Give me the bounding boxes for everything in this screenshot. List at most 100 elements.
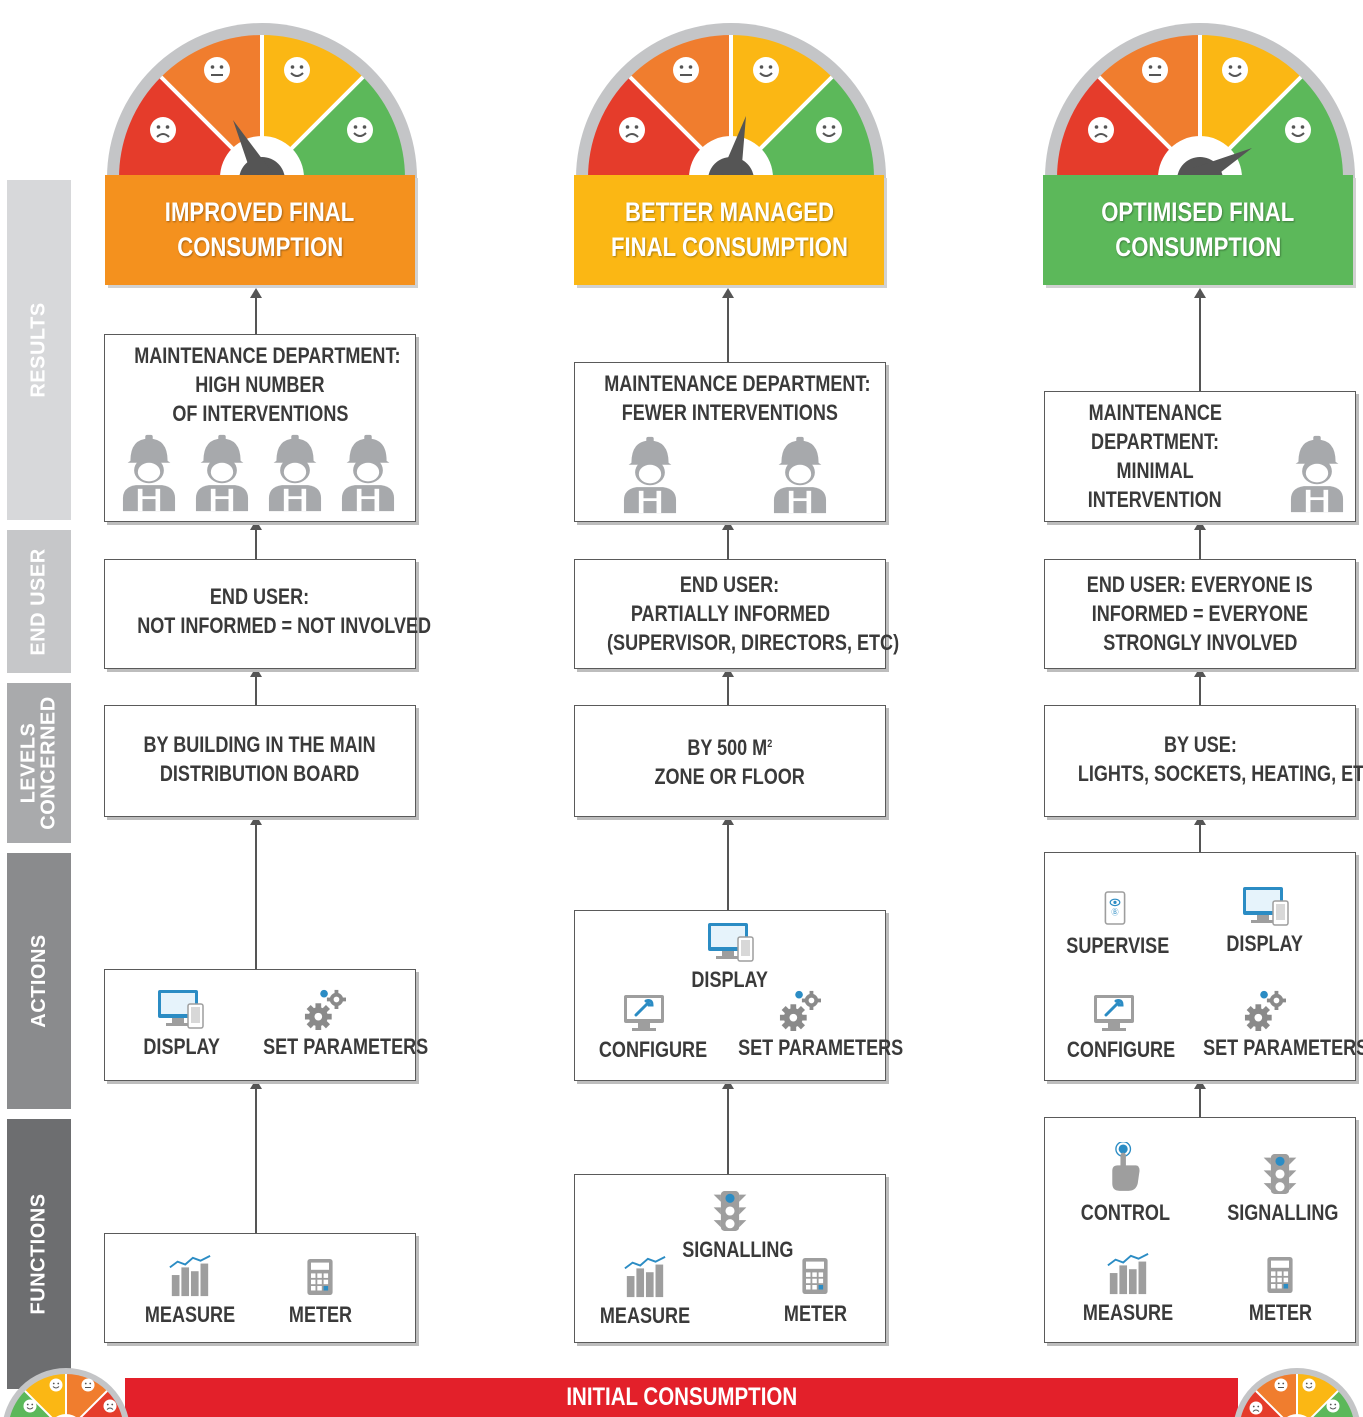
meter-icon: [802, 1258, 828, 1294]
levels-superscript: 2: [767, 738, 773, 750]
row-label-actions: ACTIONS: [7, 853, 71, 1109]
gauge-needle: [721, 116, 746, 176]
action-configure-label: CONFIGURE: [1066, 1037, 1176, 1062]
happy-face-icon: [346, 116, 374, 144]
function-measure-label: MEASURE: [1082, 1300, 1174, 1325]
title-improved: IMPROVED FINAL CONSUMPTION: [105, 175, 415, 285]
function-measure: MEASURE: [590, 1255, 700, 1329]
arrow: [722, 520, 734, 559]
function-measure: MEASURE: [1073, 1252, 1183, 1326]
arrow: [722, 1079, 734, 1174]
arrow: [1194, 667, 1206, 705]
action-set-parameters: SET PARAMETERS: [1185, 989, 1363, 1061]
supervise-tablet-icon: [1104, 891, 1126, 925]
function-meter-label: METER: [288, 1302, 352, 1327]
maintenance-text: HIGH NUMBER: [195, 372, 325, 397]
row-label-end-user: END USER: [7, 530, 71, 673]
end-user-box-optimised: END USER: EVERYONE IS INFORMED = EVERYON…: [1044, 559, 1356, 669]
end-user-text: NOT INFORMED = NOT INVOLVED: [137, 613, 432, 638]
end-user-text: PARTIALLY INFORMED: [630, 601, 830, 626]
meter-icon: [307, 1259, 333, 1295]
worker-icon: [623, 436, 677, 514]
action-set-parameters-label: SET PARAMETERS: [263, 1034, 429, 1059]
function-meter-label: METER: [783, 1301, 847, 1326]
worker-icon: [773, 436, 827, 514]
action-display: DISPLAY: [1215, 885, 1315, 957]
initial-consumption-label: INITIAL CONSUMPTION: [566, 1383, 797, 1411]
levels-text-main: BY 500 M: [687, 735, 768, 761]
title-improved-line2: CONSUMPTION: [176, 232, 344, 262]
function-measure: MEASURE: [135, 1254, 245, 1328]
display-icon: [707, 922, 754, 962]
gears-icon: [1244, 990, 1286, 1031]
levels-text: BY BUILDING IN THE MAIN: [143, 732, 377, 757]
sad-face-icon: [618, 116, 646, 144]
function-signalling: SIGNALLING: [1215, 1152, 1345, 1226]
row-label-levels-line2: CONCERNED: [38, 696, 60, 830]
end-user-box-improved: END USER: NOT INFORMED = NOT INVOLVED: [104, 559, 431, 669]
end-user-box-better: END USER: PARTIALLY INFORMED (SUPERVISOR…: [574, 559, 899, 669]
traffic-light-icon: [1263, 1154, 1297, 1194]
maintenance-text: FEWER INTERVENTIONS: [621, 400, 839, 425]
arrow: [250, 815, 262, 969]
action-supervise-label: SUPERVISE: [1066, 933, 1170, 958]
levels-text: ZONE OR FLOOR: [654, 764, 806, 790]
title-better-line1: BETTER MANAGED: [624, 197, 834, 227]
worker-icon: [122, 434, 176, 512]
row-label-end-user-text: END USER: [28, 547, 51, 656]
traffic-light-icon: [713, 1191, 747, 1231]
arrow: [1194, 520, 1206, 559]
smile-face-icon: [283, 56, 311, 84]
sad-face-icon: [149, 116, 177, 144]
action-configure: CONFIGURE: [1055, 993, 1175, 1063]
function-signalling: SIGNALLING: [670, 1189, 794, 1263]
worker-icon: [1290, 435, 1344, 513]
function-control-label: CONTROL: [1080, 1200, 1170, 1225]
maintenance-text: MAINTENANCE DEPARTMENT:: [134, 343, 401, 368]
function-meter: METER: [770, 1255, 860, 1327]
measure-chart-icon: [168, 1254, 212, 1298]
levels-text: BY USE:: [1163, 732, 1237, 757]
row-label-results: RESULTS: [7, 180, 71, 520]
end-user-text: END USER:: [680, 572, 780, 597]
actions-box-improved: DISPLAY SET PARAMETERS: [104, 969, 428, 1081]
function-meter: METER: [275, 1256, 365, 1328]
maintenance-text: MAINTENANCE: [1088, 400, 1222, 425]
action-set-parameters: SET PARAMETERS: [245, 988, 428, 1060]
gears-icon: [779, 990, 821, 1031]
arrow: [722, 815, 734, 910]
gears-icon: [304, 989, 346, 1030]
function-measure-label: MEASURE: [144, 1302, 236, 1327]
arrow: [722, 667, 734, 705]
levels-text: DISTRIBUTION BOARD: [160, 761, 360, 786]
function-signalling-label: SIGNALLING: [682, 1237, 794, 1262]
title-optimised-line1: OPTIMISED FINAL: [1101, 197, 1295, 227]
title-improved-line1: IMPROVED FINAL: [165, 197, 355, 227]
happy-face-icon: [1284, 116, 1312, 144]
arrow: [1194, 1079, 1206, 1117]
row-label-results-text: RESULTS: [28, 302, 51, 398]
action-supervise: SUPERVISE: [1055, 887, 1175, 959]
meter-icon: [1267, 1257, 1293, 1293]
measure-chart-icon: [623, 1255, 667, 1299]
initial-consumption-bar: INITIAL CONSUMPTION: [125, 1378, 1238, 1417]
row-label-functions-text: FUNCTIONS: [28, 1193, 51, 1315]
worker-icon: [195, 434, 249, 512]
smile-face-icon: [1221, 56, 1249, 84]
arrow: [250, 520, 262, 559]
row-label-functions: FUNCTIONS: [7, 1119, 71, 1389]
actions-box-better: DISPLAY CONFIGURE SET PARAMETERS: [574, 910, 903, 1081]
maintenance-box-better: MAINTENANCE DEPARTMENT: FEWER INTERVENTI…: [574, 362, 886, 522]
neutral-face-icon: [203, 56, 231, 84]
title-optimised-line2: CONSUMPTION: [1114, 232, 1282, 262]
function-meter-label: METER: [1248, 1300, 1312, 1325]
functions-box-optimised: CONTROL SIGNALLING MEASURE METER: [1044, 1117, 1356, 1343]
gauge-better: [576, 23, 886, 178]
action-display: DISPLAY: [680, 921, 780, 993]
action-configure-label: CONFIGURE: [598, 1037, 708, 1062]
display-icon: [1242, 886, 1289, 926]
end-user-text: STRONGLY INVOLVED: [1102, 630, 1298, 655]
configure-monitor-icon: [622, 993, 665, 1033]
